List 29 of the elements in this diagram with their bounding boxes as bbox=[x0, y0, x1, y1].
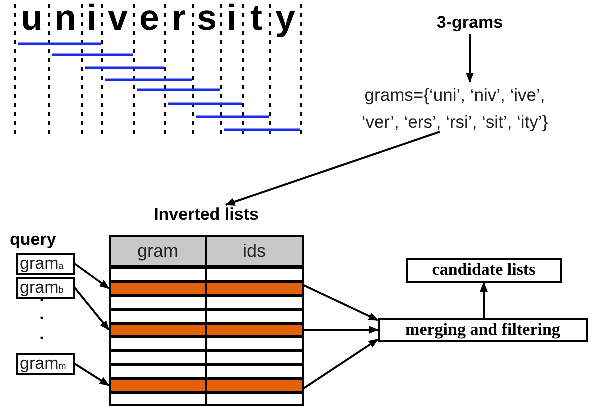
arrow bbox=[74, 263, 110, 290]
arrow bbox=[480, 282, 488, 318]
highlighted-row bbox=[109, 378, 304, 393]
arrow bbox=[225, 131, 440, 206]
letter: i bbox=[86, 0, 98, 38]
arrow bbox=[304, 284, 379, 322]
letter: v bbox=[106, 0, 130, 38]
column-header: ids bbox=[205, 235, 304, 267]
letter: n bbox=[54, 0, 78, 38]
letter: t bbox=[250, 0, 264, 38]
letter: e bbox=[138, 0, 161, 38]
grams-set-text: grams={‘uni’, ‘niv’, ‘ive’, ‘ver’, ‘ers’, ‘rsi’, ‘sit’, ‘ity’} bbox=[305, 82, 605, 132]
query-label: query bbox=[10, 230, 56, 250]
process-box: candidate lists bbox=[406, 258, 562, 283]
table-title: Inverted lists bbox=[153, 205, 260, 225]
letter: y bbox=[274, 0, 297, 38]
heading: 3-grams bbox=[420, 12, 520, 34]
arrow bbox=[74, 287, 110, 331]
arrow bbox=[466, 34, 474, 83]
letter: r bbox=[170, 0, 187, 38]
process-box: merging and filtering bbox=[378, 318, 588, 342]
arrow bbox=[74, 363, 110, 386]
highlighted-row bbox=[109, 281, 304, 296]
letter: u bbox=[20, 0, 44, 38]
letter: i bbox=[226, 0, 238, 38]
letter: s bbox=[196, 0, 218, 38]
arrow bbox=[304, 326, 379, 334]
column-header: gram bbox=[109, 235, 207, 267]
highlighted-row bbox=[109, 323, 304, 337]
